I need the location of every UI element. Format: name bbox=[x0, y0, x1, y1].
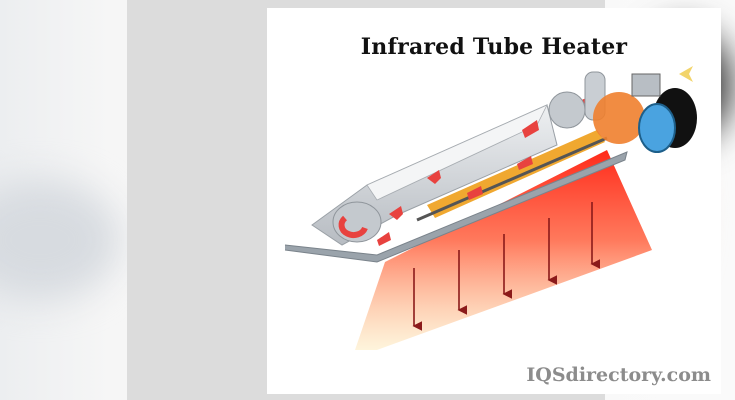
blower-fan bbox=[638, 103, 676, 153]
watermark: IQSdirectory.com bbox=[526, 364, 711, 386]
burner-housing bbox=[593, 92, 645, 144]
image-frame: Infrared Tube Heater bbox=[127, 0, 721, 400]
diagram-panel: Infrared Tube Heater bbox=[267, 8, 721, 394]
heat-arrows bbox=[412, 202, 600, 331]
mounting-rail bbox=[284, 151, 628, 263]
diagram-title: Infrared Tube Heater bbox=[360, 34, 628, 60]
background-blur-left bbox=[0, 180, 120, 300]
air-intake-arrow bbox=[679, 66, 693, 82]
heater-illustration bbox=[284, 66, 697, 350]
